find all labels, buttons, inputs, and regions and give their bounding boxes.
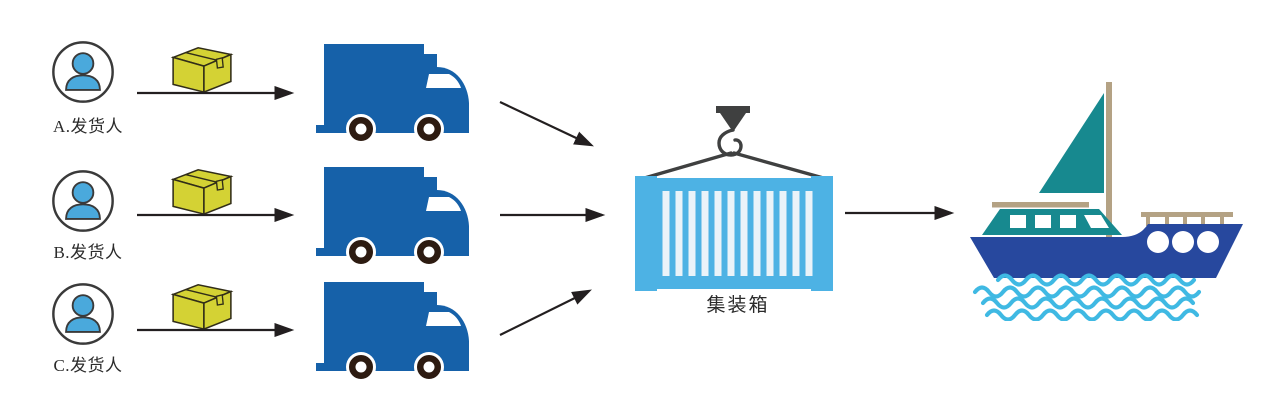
- ship-boom: [992, 202, 1089, 208]
- arrow-truck-c-to-container: [499, 289, 592, 336]
- truck-windshield: [426, 197, 461, 211]
- truck-wheel-hub: [423, 123, 435, 135]
- person-head: [71, 52, 95, 75]
- truck-cargo-box: [324, 167, 424, 254]
- truck-cargo-box: [324, 282, 424, 369]
- truck-cargo-box: [324, 44, 424, 131]
- person-body: [65, 203, 101, 220]
- ship-portholes: [1147, 231, 1219, 253]
- sender-label: B.发货人: [53, 243, 123, 262]
- sender-label: C.发货人: [53, 356, 123, 375]
- hook-mount: [716, 106, 750, 113]
- hook-cables: [639, 151, 829, 181]
- package-icon: [170, 283, 234, 331]
- truck-icon: [316, 44, 469, 144]
- container-label: 集装箱: [706, 295, 770, 316]
- ship-sail: [1039, 93, 1104, 193]
- container-body: [635, 176, 833, 291]
- hook-curl: [717, 128, 743, 157]
- truck-wheel-hub: [355, 123, 367, 135]
- truck-roof-step: [422, 54, 437, 68]
- crane-hook-icon: [639, 106, 829, 181]
- water-waves: [972, 273, 1202, 321]
- truck-wheel-hub: [355, 361, 367, 373]
- person-head: [71, 294, 95, 317]
- person-body: [65, 316, 101, 333]
- person-icon: [52, 41, 114, 103]
- truck-icon: [316, 167, 469, 267]
- hook-triangle: [720, 113, 746, 132]
- truck-wheel-hub: [423, 246, 435, 258]
- ship-mast: [1106, 82, 1112, 239]
- ship-railing: [1141, 212, 1233, 226]
- truck-icon: [316, 282, 469, 382]
- container-icon: [635, 106, 833, 291]
- truck-roof-step: [422, 292, 437, 306]
- package-tape: [215, 294, 224, 306]
- package-seam: [185, 173, 218, 183]
- person-icon: [52, 170, 114, 232]
- package-seam: [185, 51, 218, 61]
- person-body: [65, 74, 101, 91]
- truck-wheel-hub: [355, 246, 367, 258]
- truck-roof-step: [422, 177, 437, 191]
- package-tape: [215, 179, 224, 191]
- truck-windshield: [426, 312, 461, 326]
- cargo-ship-icon: [970, 82, 1243, 321]
- package-icon: [170, 168, 234, 216]
- package-seam: [185, 288, 218, 298]
- ship-cabin-windows: [1010, 215, 1109, 228]
- person-icon: [52, 283, 114, 345]
- package-tape: [215, 57, 224, 69]
- truck-wheel-hub: [423, 361, 435, 373]
- sender-label: A.发货人: [52, 117, 124, 136]
- truck-windshield: [426, 74, 461, 88]
- package-icon: [170, 46, 234, 94]
- person-head: [71, 181, 95, 204]
- container-corrugation: [662, 191, 813, 276]
- arrow-truck-a-to-container: [499, 101, 594, 147]
